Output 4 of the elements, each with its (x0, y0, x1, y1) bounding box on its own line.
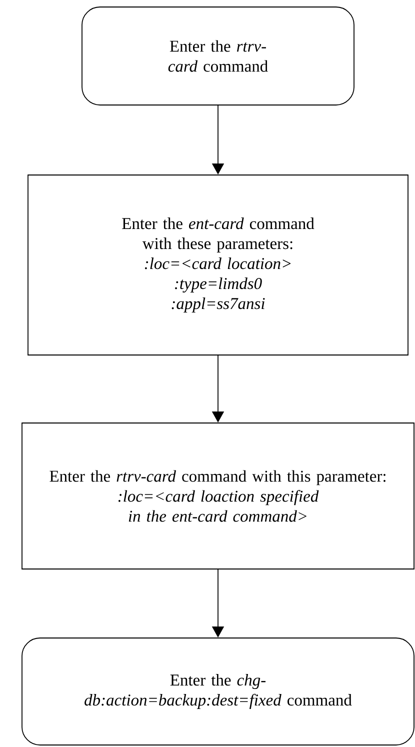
process-box: Enter the chg-db:action=backup:dest=fixed command (22, 638, 414, 746)
process-box: Enter the rtrv-card command with this parameter: :loc=<card loaction specified in the ent-card command> (22, 422, 414, 570)
process-box: Enter the rtrv-card command (82, 6, 354, 106)
process-box: Enter the ent-card command with these parameters: :loc=<card location> :type=limds0 :appl=ss7ansi (28, 174, 408, 356)
